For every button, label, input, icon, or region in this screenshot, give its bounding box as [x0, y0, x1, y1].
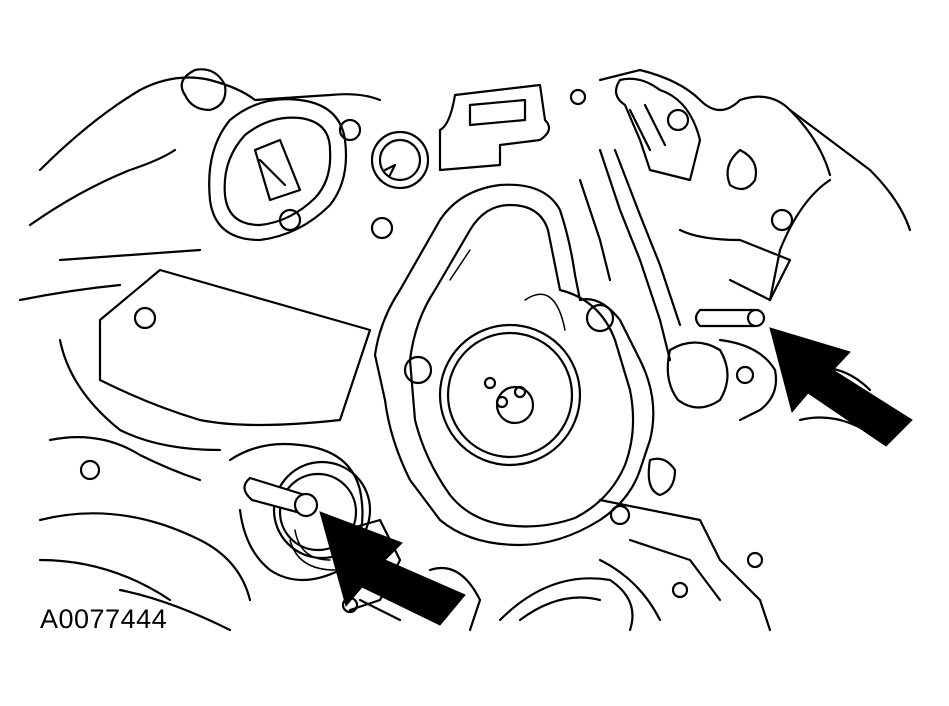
dowel-pin-upper	[694, 308, 766, 328]
water-pump-body	[373, 183, 655, 547]
dowel-pin-lower	[243, 476, 319, 518]
coolant-passage	[208, 98, 362, 242]
upper-bracket	[438, 83, 587, 172]
figure-id-label: A0077444	[40, 604, 168, 634]
crank-seal-bore	[79, 306, 634, 632]
lower-right-bosses	[598, 338, 778, 632]
engine-block-outline	[18, 68, 912, 632]
upper-port	[370, 130, 430, 240]
arrow-upper-right	[769, 327, 913, 447]
right-ribs	[578, 77, 794, 362]
arrow-lower-left	[319, 511, 466, 626]
